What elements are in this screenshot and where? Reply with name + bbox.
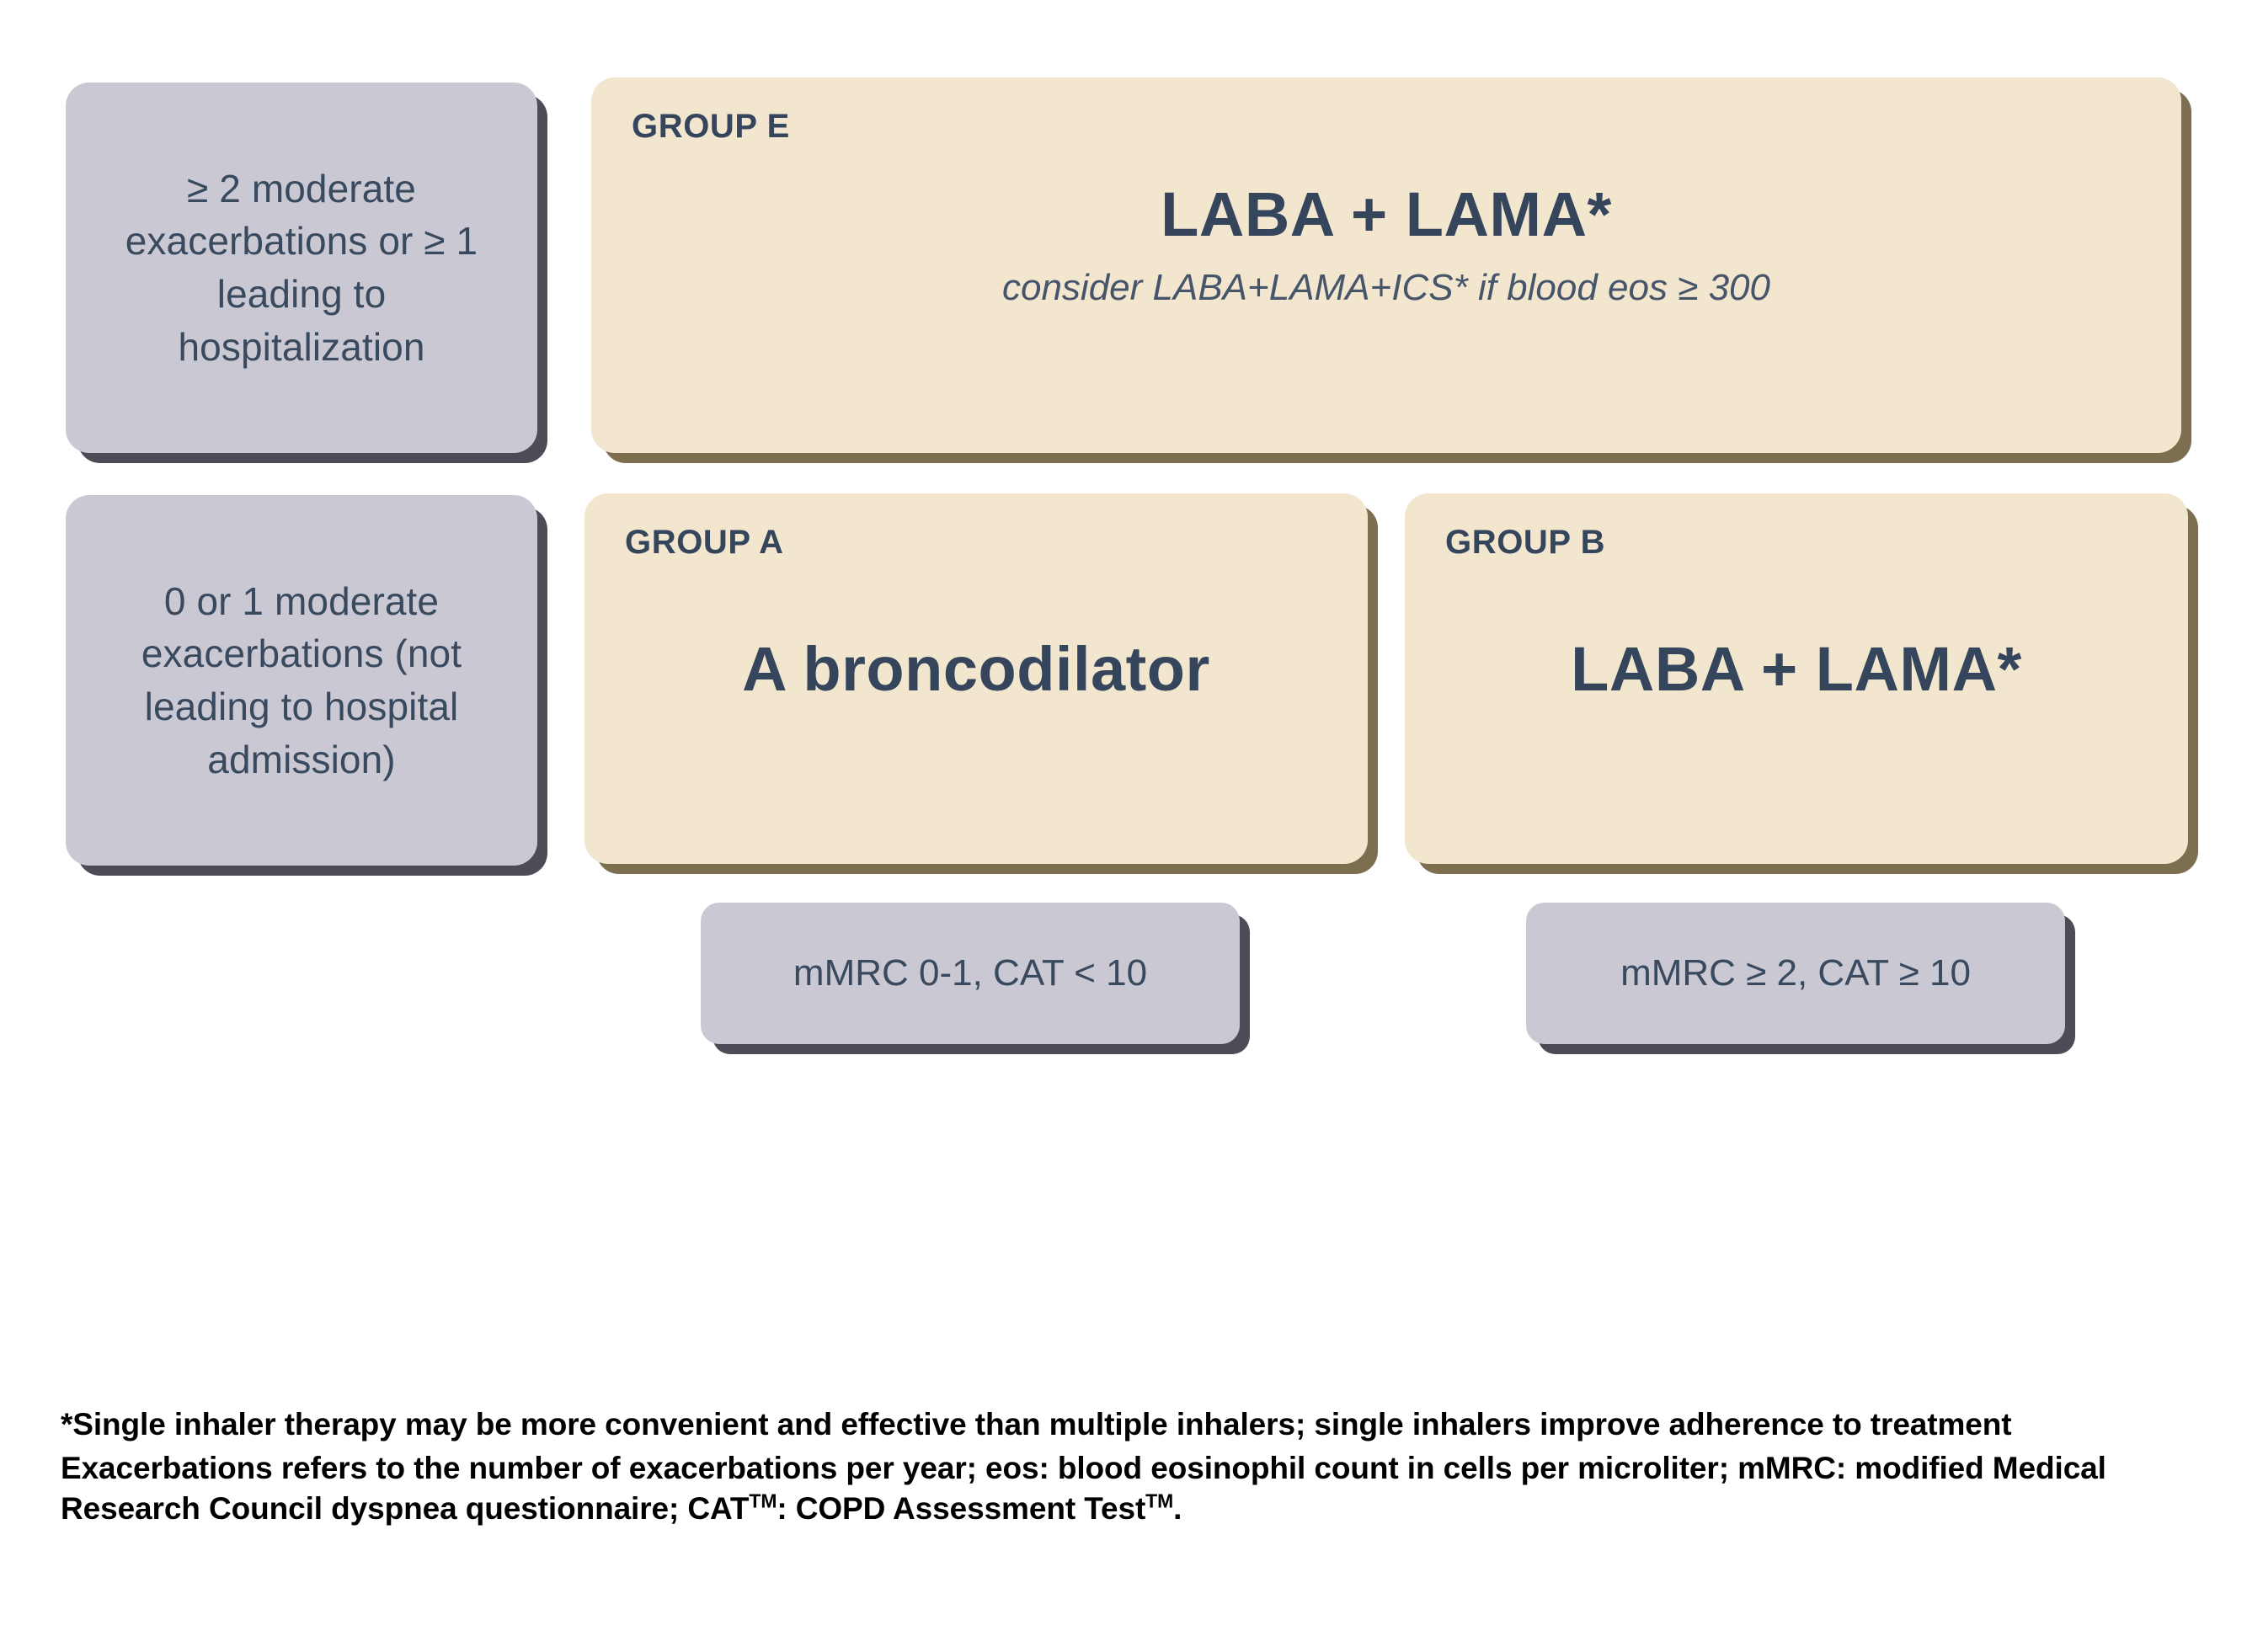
symptom-badge-group-a-text: mMRC 0-1, CAT < 10 bbox=[793, 952, 1148, 994]
footnote-abbreviations: Exacerbations refers to the number of ex… bbox=[61, 1448, 2217, 1529]
group-e-treatment: LABA + LAMA* bbox=[1161, 179, 1612, 249]
group-box-a: GROUP A A broncodilator bbox=[584, 493, 1368, 864]
group-box-b: GROUP B LABA + LAMA* bbox=[1405, 493, 2188, 864]
footnotes: *Single inhaler therapy may be more conv… bbox=[61, 1404, 2217, 1529]
symptom-badge-group-a: mMRC 0-1, CAT < 10 bbox=[701, 903, 1240, 1044]
group-b-body: LABA + LAMA* bbox=[1405, 637, 2188, 702]
group-a-body: A broncodilator bbox=[584, 637, 1368, 702]
footnote-tm-mark-1: TM bbox=[749, 1489, 777, 1512]
criteria-box-low-risk: 0 or 1 moderate exacerbations (not leadi… bbox=[66, 495, 537, 866]
criteria-text-low-risk: 0 or 1 moderate exacerbations (not leadi… bbox=[141, 578, 462, 781]
footnote-abbrev-period: . bbox=[1173, 1491, 1182, 1527]
group-a-label: GROUP A bbox=[625, 524, 784, 561]
group-box-e: GROUP E LABA + LAMA* consider LABA+LAMA+… bbox=[591, 77, 2181, 453]
footnote-abbrev-part2: : COPD Assessment Test bbox=[777, 1491, 1146, 1527]
footnote-abbrev-part1: Exacerbations refers to the number of ex… bbox=[61, 1451, 2106, 1527]
criteria-text-high-risk: ≥ 2 moderate exacerbations or ≥ 1 leadin… bbox=[125, 166, 478, 369]
footnote-single-inhaler: *Single inhaler therapy may be more conv… bbox=[61, 1407, 2012, 1442]
symptom-badge-group-b: mMRC ≥ 2, CAT ≥ 10 bbox=[1526, 903, 2065, 1044]
group-e-note: consider LABA+LAMA+ICS* if blood eos ≥ 3… bbox=[1001, 266, 1770, 308]
group-b-treatment: LABA + LAMA* bbox=[1571, 634, 2022, 704]
symptom-badge-group-b-text: mMRC ≥ 2, CAT ≥ 10 bbox=[1620, 952, 1971, 994]
group-a-treatment: A broncodilator bbox=[742, 634, 1210, 704]
criteria-box-high-risk: ≥ 2 moderate exacerbations or ≥ 1 leadin… bbox=[66, 83, 537, 453]
group-b-label: GROUP B bbox=[1445, 524, 1606, 561]
footnote-tm-mark-2: TM bbox=[1145, 1489, 1174, 1512]
group-e-body: LABA + LAMA* consider LABA+LAMA+ICS* if … bbox=[591, 182, 2181, 310]
group-e-label: GROUP E bbox=[632, 108, 790, 145]
